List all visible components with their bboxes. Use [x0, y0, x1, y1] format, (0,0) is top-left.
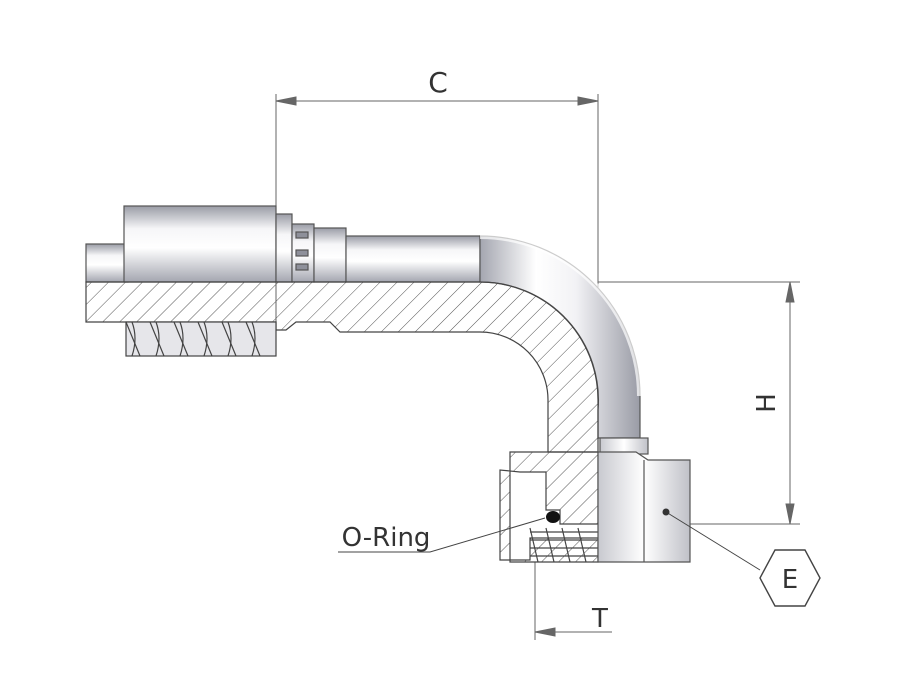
leader-dot-e — [662, 508, 670, 516]
hose-tail — [85, 205, 481, 283]
o-ring — [546, 511, 560, 523]
nut-section — [499, 451, 599, 563]
ferrule-serrations — [125, 321, 277, 357]
nut-threads — [529, 527, 598, 563]
dim-c-label: C — [428, 66, 448, 99]
swivel-nut — [597, 437, 691, 563]
hex-e-label: E — [782, 565, 798, 595]
leader-lines — [338, 511, 761, 571]
oring-label: O-Ring — [342, 523, 431, 553]
hex-callout-e — [759, 549, 821, 607]
dimension-h — [598, 281, 800, 525]
section-cut — [85, 281, 599, 453]
dim-t-label: T — [591, 604, 608, 634]
dimension-t — [534, 562, 612, 640]
dim-h-label: H — [752, 393, 782, 413]
